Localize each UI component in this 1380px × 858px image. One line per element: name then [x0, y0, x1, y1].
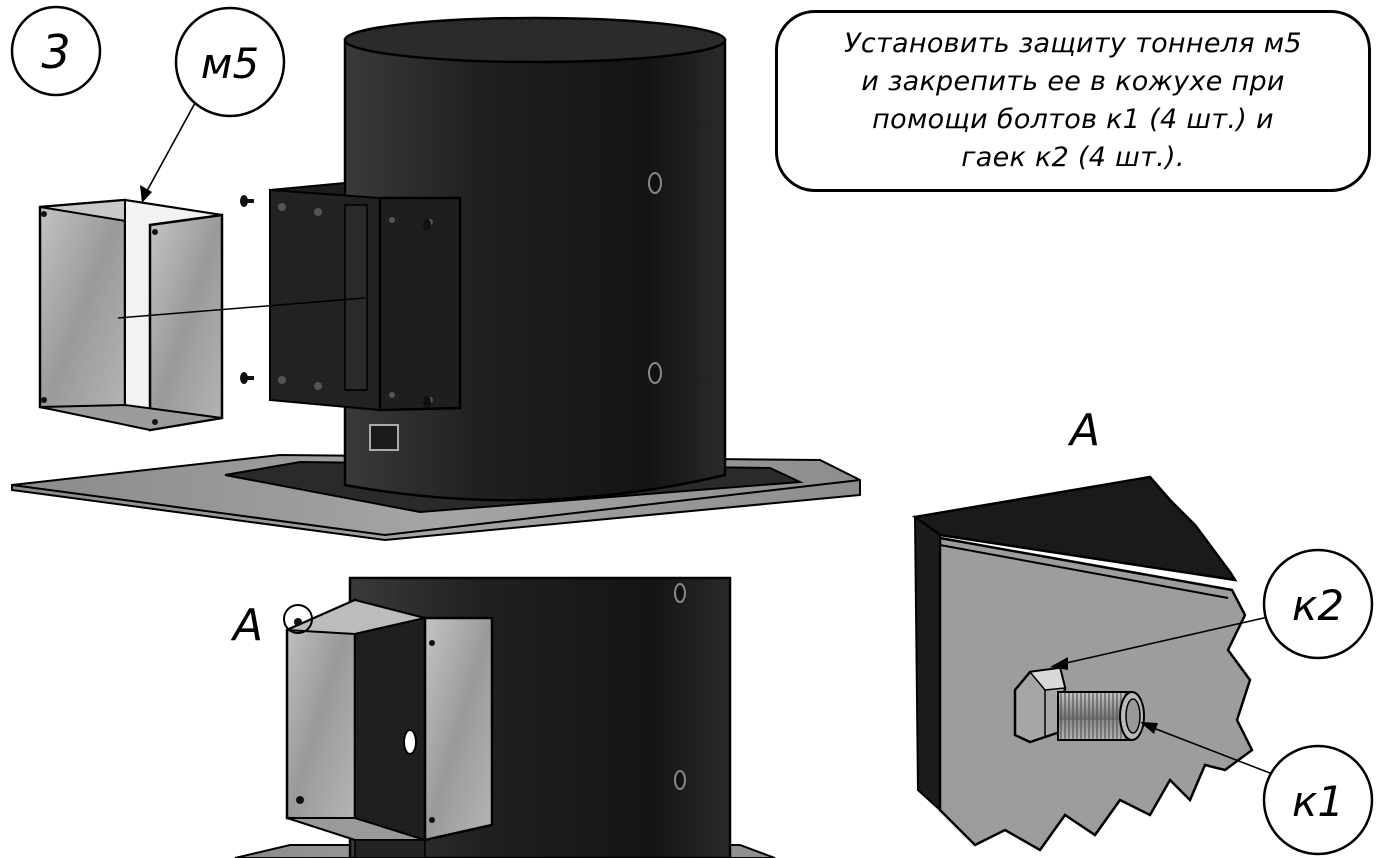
instruction-line: помощи болтов к1 (4 шт.) и [872, 104, 1274, 135]
k2-label: к2 [1292, 581, 1344, 630]
detail-callout-circle [283, 604, 313, 634]
k1-label: к1 [1292, 777, 1344, 826]
assembly-axis-line [117, 297, 366, 319]
tunnel-box-face [378, 196, 462, 412]
bottom-assembly [234, 576, 776, 858]
casing-top-rim [343, 16, 727, 64]
tunnel-guard-m5 [38, 198, 224, 432]
step-number: 3 [41, 25, 70, 79]
instruction-line: гаек к2 (4 шт.). [961, 142, 1185, 173]
m5-label: м5 [201, 39, 259, 88]
instruction-line: Установить защиту тоннеля м5 [844, 28, 1302, 59]
installed-guard-face [423, 616, 494, 842]
bolt-k1 [1057, 691, 1145, 741]
step-number-bubble: 3 [10, 5, 102, 97]
m5-leader-line [141, 102, 196, 201]
instruction-line: и закрепить ее в кожухе при [861, 66, 1285, 97]
detail-view-a [911, 475, 1276, 852]
casing-hole [648, 172, 662, 194]
loose-bolts [240, 195, 431, 408]
detail-callout-label: А [230, 600, 263, 651]
k2-leader-arrow [1050, 657, 1068, 670]
k1-leader-arrow [1140, 722, 1158, 734]
k1-label-bubble: к1 [1262, 744, 1374, 856]
k2-label-bubble: к2 [1262, 548, 1374, 660]
casing-hole [648, 362, 662, 384]
casing-slot [369, 424, 399, 451]
installed-guard-inner [354, 616, 426, 842]
k2-leader-line [1052, 616, 1269, 667]
detail-view-label: А [1067, 405, 1100, 456]
m5-leader-arrow [140, 185, 152, 203]
top-assembly [11, 16, 861, 542]
detail-dark-corner [911, 475, 1238, 582]
instruction-note: Установить защиту тоннеля м5 и закрепить… [775, 10, 1371, 192]
detail-dark-edge [913, 515, 941, 813]
m5-label-bubble: м5 [174, 6, 286, 118]
k1-leader-line [1142, 723, 1276, 776]
